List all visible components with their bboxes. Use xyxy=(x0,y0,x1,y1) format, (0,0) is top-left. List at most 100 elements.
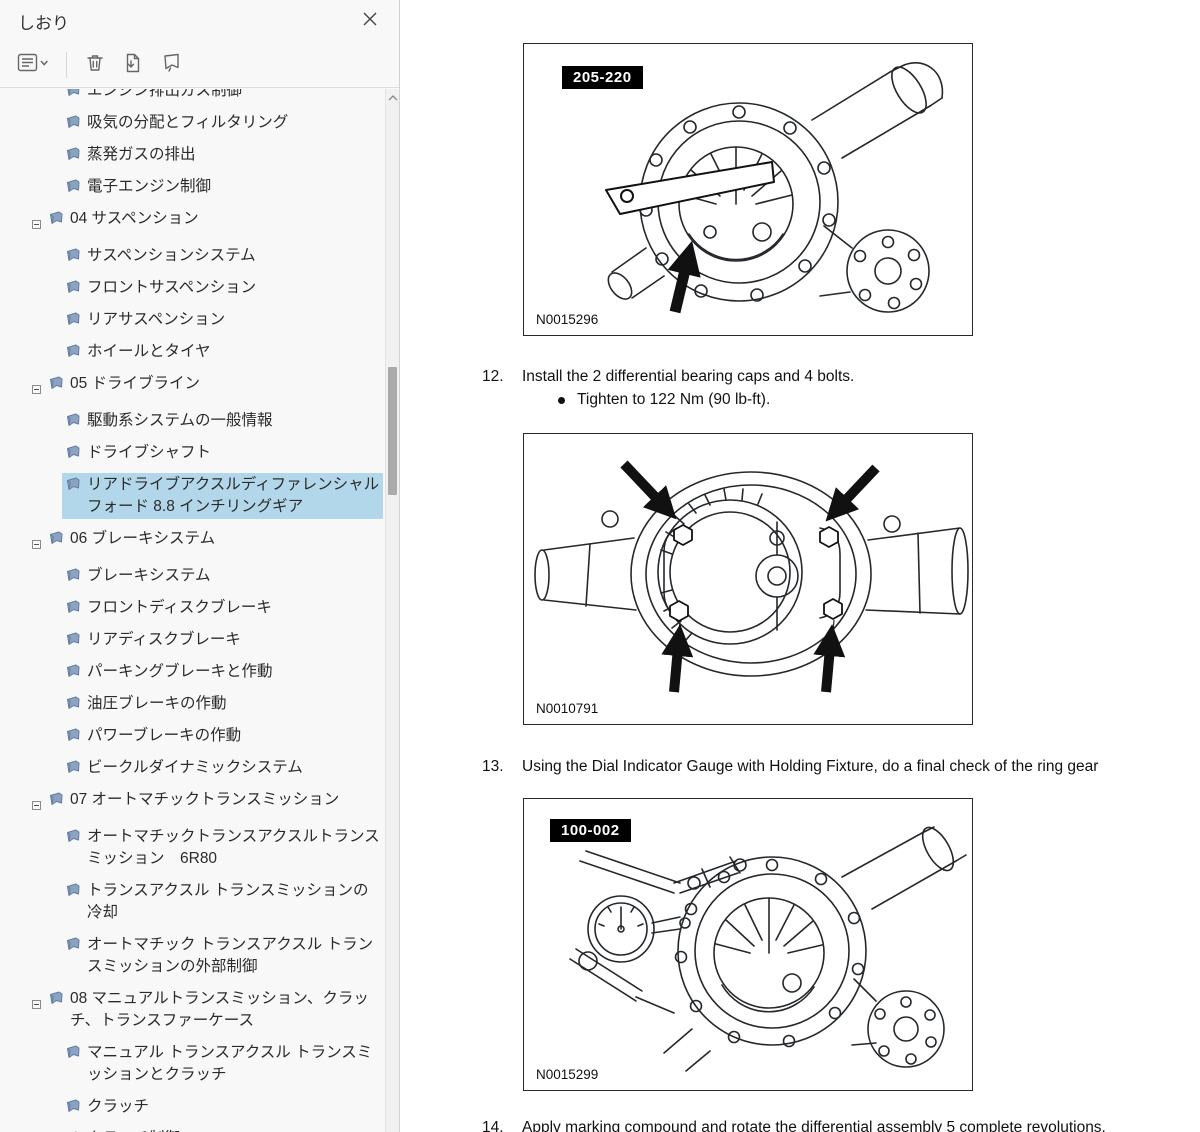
bookmark-item-body: 駆動系システムの一般情報 xyxy=(62,409,383,433)
bookmark-item-body: 08 マニュアルトランスミッション、クラッチ、トランスファーケース xyxy=(45,987,383,1033)
bookmark-item[interactable]: マニュアル トランスアクスル トランスミッションとクラッチ xyxy=(0,1037,385,1091)
expander-icon[interactable] xyxy=(32,214,45,236)
step-13: 13. Using the Dial Indicator Gauge with … xyxy=(482,756,1200,778)
bookmark-item[interactable]: エンジン排出ガス制御 xyxy=(0,89,385,107)
bookmark-item[interactable]: 吸気の分配とフィルタリング xyxy=(0,107,385,139)
bookmark-item-body: マニュアル トランスアクスル トランスミッションとクラッチ xyxy=(62,1041,383,1087)
step-text: Using the Dial Indicator Gauge with Hold… xyxy=(522,758,1099,775)
bookmark-item-label: 油圧ブレーキの作動 xyxy=(87,695,227,712)
bookmark-item[interactable]: フロントサスペンション xyxy=(0,272,385,304)
bookmark-icon xyxy=(65,179,81,198)
bookmark-item[interactable]: パワーブレーキの作動 xyxy=(0,720,385,752)
bookmark-options-button[interactable] xyxy=(14,50,52,80)
bookmark-item[interactable]: オートマチックトランスアクスルトランスミッション 6R80 xyxy=(0,821,385,875)
bookmark-item-label: 08 マニュアルトランスミッション、クラッチ、トランスファーケース xyxy=(70,990,369,1029)
bookmark-item-label: 吸気の分配とフィルタリング xyxy=(87,114,289,131)
bookmark-item-label: 蒸発ガスの排出 xyxy=(87,146,196,163)
bookmark-item[interactable]: 04 サスペンション xyxy=(0,203,385,240)
tool-number-label: 205-220 xyxy=(562,66,643,89)
bookmark-icon xyxy=(65,445,81,464)
bookmark-item[interactable]: ブレーキシステム xyxy=(0,560,385,592)
bookmark-icon xyxy=(65,760,81,779)
bookmark-item[interactable]: 08 マニュアルトランスミッション、クラッチ、トランスファーケース xyxy=(0,983,385,1037)
bookmark-item-body: パワーブレーキの作動 xyxy=(62,724,383,748)
bookmark-item-label: オートマチックトランスアクスルトランスミッション 6R80 xyxy=(87,828,380,867)
differential-illustration xyxy=(605,61,944,314)
bookmark-item-body: オートマチック トランスアクスル トランスミッションの外部制御 xyxy=(62,933,383,979)
expander-icon[interactable] xyxy=(32,795,45,817)
bookmark-item-body: 07 オートマチックトランスミッション xyxy=(45,788,383,812)
bookmark-item[interactable]: リアディスクブレーキ xyxy=(0,624,385,656)
step-12: 12. Install the 2 differential bearing c… xyxy=(482,366,1200,388)
document-page: 205-220 xyxy=(401,0,1200,1132)
bookmark-item-body: エンジン排出ガス制御 xyxy=(62,89,383,103)
highlight-bookmark-button[interactable] xyxy=(157,50,187,80)
bookmark-icon xyxy=(48,991,64,1032)
bookmark-item[interactable]: クラッチ xyxy=(0,1091,385,1123)
bookmark-item-label: サスペンションシステム xyxy=(87,247,256,264)
bookmark-item-body: 06 ブレーキシステム xyxy=(45,527,383,551)
bookmark-item-body: ホイールとタイヤ xyxy=(62,340,383,364)
bookmark-item[interactable]: 油圧ブレーキの作動 xyxy=(0,688,385,720)
bookmark-item[interactable]: ホイールとタイヤ xyxy=(0,336,385,368)
bookmark-icon xyxy=(48,376,64,395)
figure-dial-indicator: 100-002 xyxy=(523,798,973,1091)
bookmark-item[interactable]: フロントディスクブレーキ xyxy=(0,592,385,624)
bookmark-icon xyxy=(65,937,81,978)
bookmark-icon xyxy=(65,696,81,715)
new-bookmark-from-page-button[interactable] xyxy=(119,50,147,80)
bookmark-icon xyxy=(65,664,81,683)
bookmark-item-body: トランスアクスル トランスミッションの冷却 xyxy=(62,879,383,925)
bookmark-item[interactable]: パーキングブレーキと作動 xyxy=(0,656,385,688)
scrollbar-thumb[interactable] xyxy=(388,367,397,495)
step-number: 14. xyxy=(482,1119,504,1132)
bookmark-icon xyxy=(65,477,81,518)
bookmark-icon xyxy=(48,531,64,550)
differential-illustration xyxy=(569,826,967,1072)
bookmark-item-label: リアドライブアクスルディファレンシャルフォード 8.8 インチリングギア xyxy=(87,476,380,515)
bookmark-item[interactable]: 06 ブレーキシステム xyxy=(0,523,385,560)
bookmark-item-label: 駆動系システムの一般情報 xyxy=(87,412,273,429)
bookmark-item[interactable]: リアドライブアクスルディファレンシャルフォード 8.8 インチリングギア xyxy=(0,469,385,523)
bookmark-item[interactable]: リアサスペンション xyxy=(0,304,385,336)
bookmark-item[interactable]: 駆動系システムの一般情報 xyxy=(0,405,385,437)
bookmark-item[interactable]: 蒸発ガスの排出 xyxy=(0,139,385,171)
expander-icon[interactable] xyxy=(32,379,45,401)
expander-icon[interactable] xyxy=(32,534,45,556)
bookmark-item-body: リアサスペンション xyxy=(62,308,383,332)
expander-icon[interactable] xyxy=(32,994,45,1016)
bookmark-icon xyxy=(65,147,81,166)
bookmark-icon xyxy=(65,883,81,924)
bookmark-item[interactable]: 07 オートマチックトランスミッション xyxy=(0,784,385,821)
bookmark-item[interactable]: サスペンションシステム xyxy=(0,240,385,272)
bookmark-item[interactable]: ドライブシャフト xyxy=(0,437,385,469)
bookmark-item-label: リアサスペンション xyxy=(87,311,226,328)
figure-bearing-caps: N0010791 xyxy=(523,433,973,725)
bookmark-icon xyxy=(65,312,81,331)
step-text: Install the 2 differential bearing caps … xyxy=(522,368,855,385)
bookmark-icon xyxy=(65,248,81,267)
tool-number-label: 100-002 xyxy=(550,819,631,842)
step-14: 14. Apply marking compound and rotate th… xyxy=(482,1117,1200,1132)
bookmark-item-label: オートマチック トランスアクスル トランスミッションの外部制御 xyxy=(87,936,374,975)
bookmark-item[interactable]: ビークルダイナミックシステム xyxy=(0,752,385,784)
bookmark-item-label: ビークルダイナミックシステム xyxy=(87,759,303,776)
bookmark-item[interactable]: 電子エンジン制御 xyxy=(0,171,385,203)
bookmark-icon xyxy=(65,344,81,363)
bookmark-item-label: トランスアクスル トランスミッションの冷却 xyxy=(87,882,369,921)
bookmark-item[interactable]: オートマチック トランスアクスル トランスミッションの外部制御 xyxy=(0,929,385,983)
bookmark-icon xyxy=(65,280,81,299)
bookmark-item-body: 04 サスペンション xyxy=(45,207,383,231)
close-panel-button[interactable] xyxy=(355,5,385,35)
bookmark-item-label: 06 ブレーキシステム xyxy=(70,530,216,547)
close-icon xyxy=(361,12,379,31)
differential-illustration xyxy=(534,460,969,693)
scroll-up-arrow[interactable] xyxy=(386,89,399,107)
bookmark-item[interactable]: クラッチ制御 xyxy=(0,1123,385,1132)
bullet-text: Tighten to 122 Nm (90 lb-ft). xyxy=(577,391,771,408)
bookmark-item[interactable]: トランスアクスル トランスミッションの冷却 xyxy=(0,875,385,929)
bookmark-item[interactable]: 05 ドライブライン xyxy=(0,368,385,405)
sidebar-scrollbar[interactable] xyxy=(385,89,399,1132)
bookmark-item-label: 電子エンジン制御 xyxy=(87,178,212,195)
delete-bookmark-button[interactable] xyxy=(81,50,109,80)
